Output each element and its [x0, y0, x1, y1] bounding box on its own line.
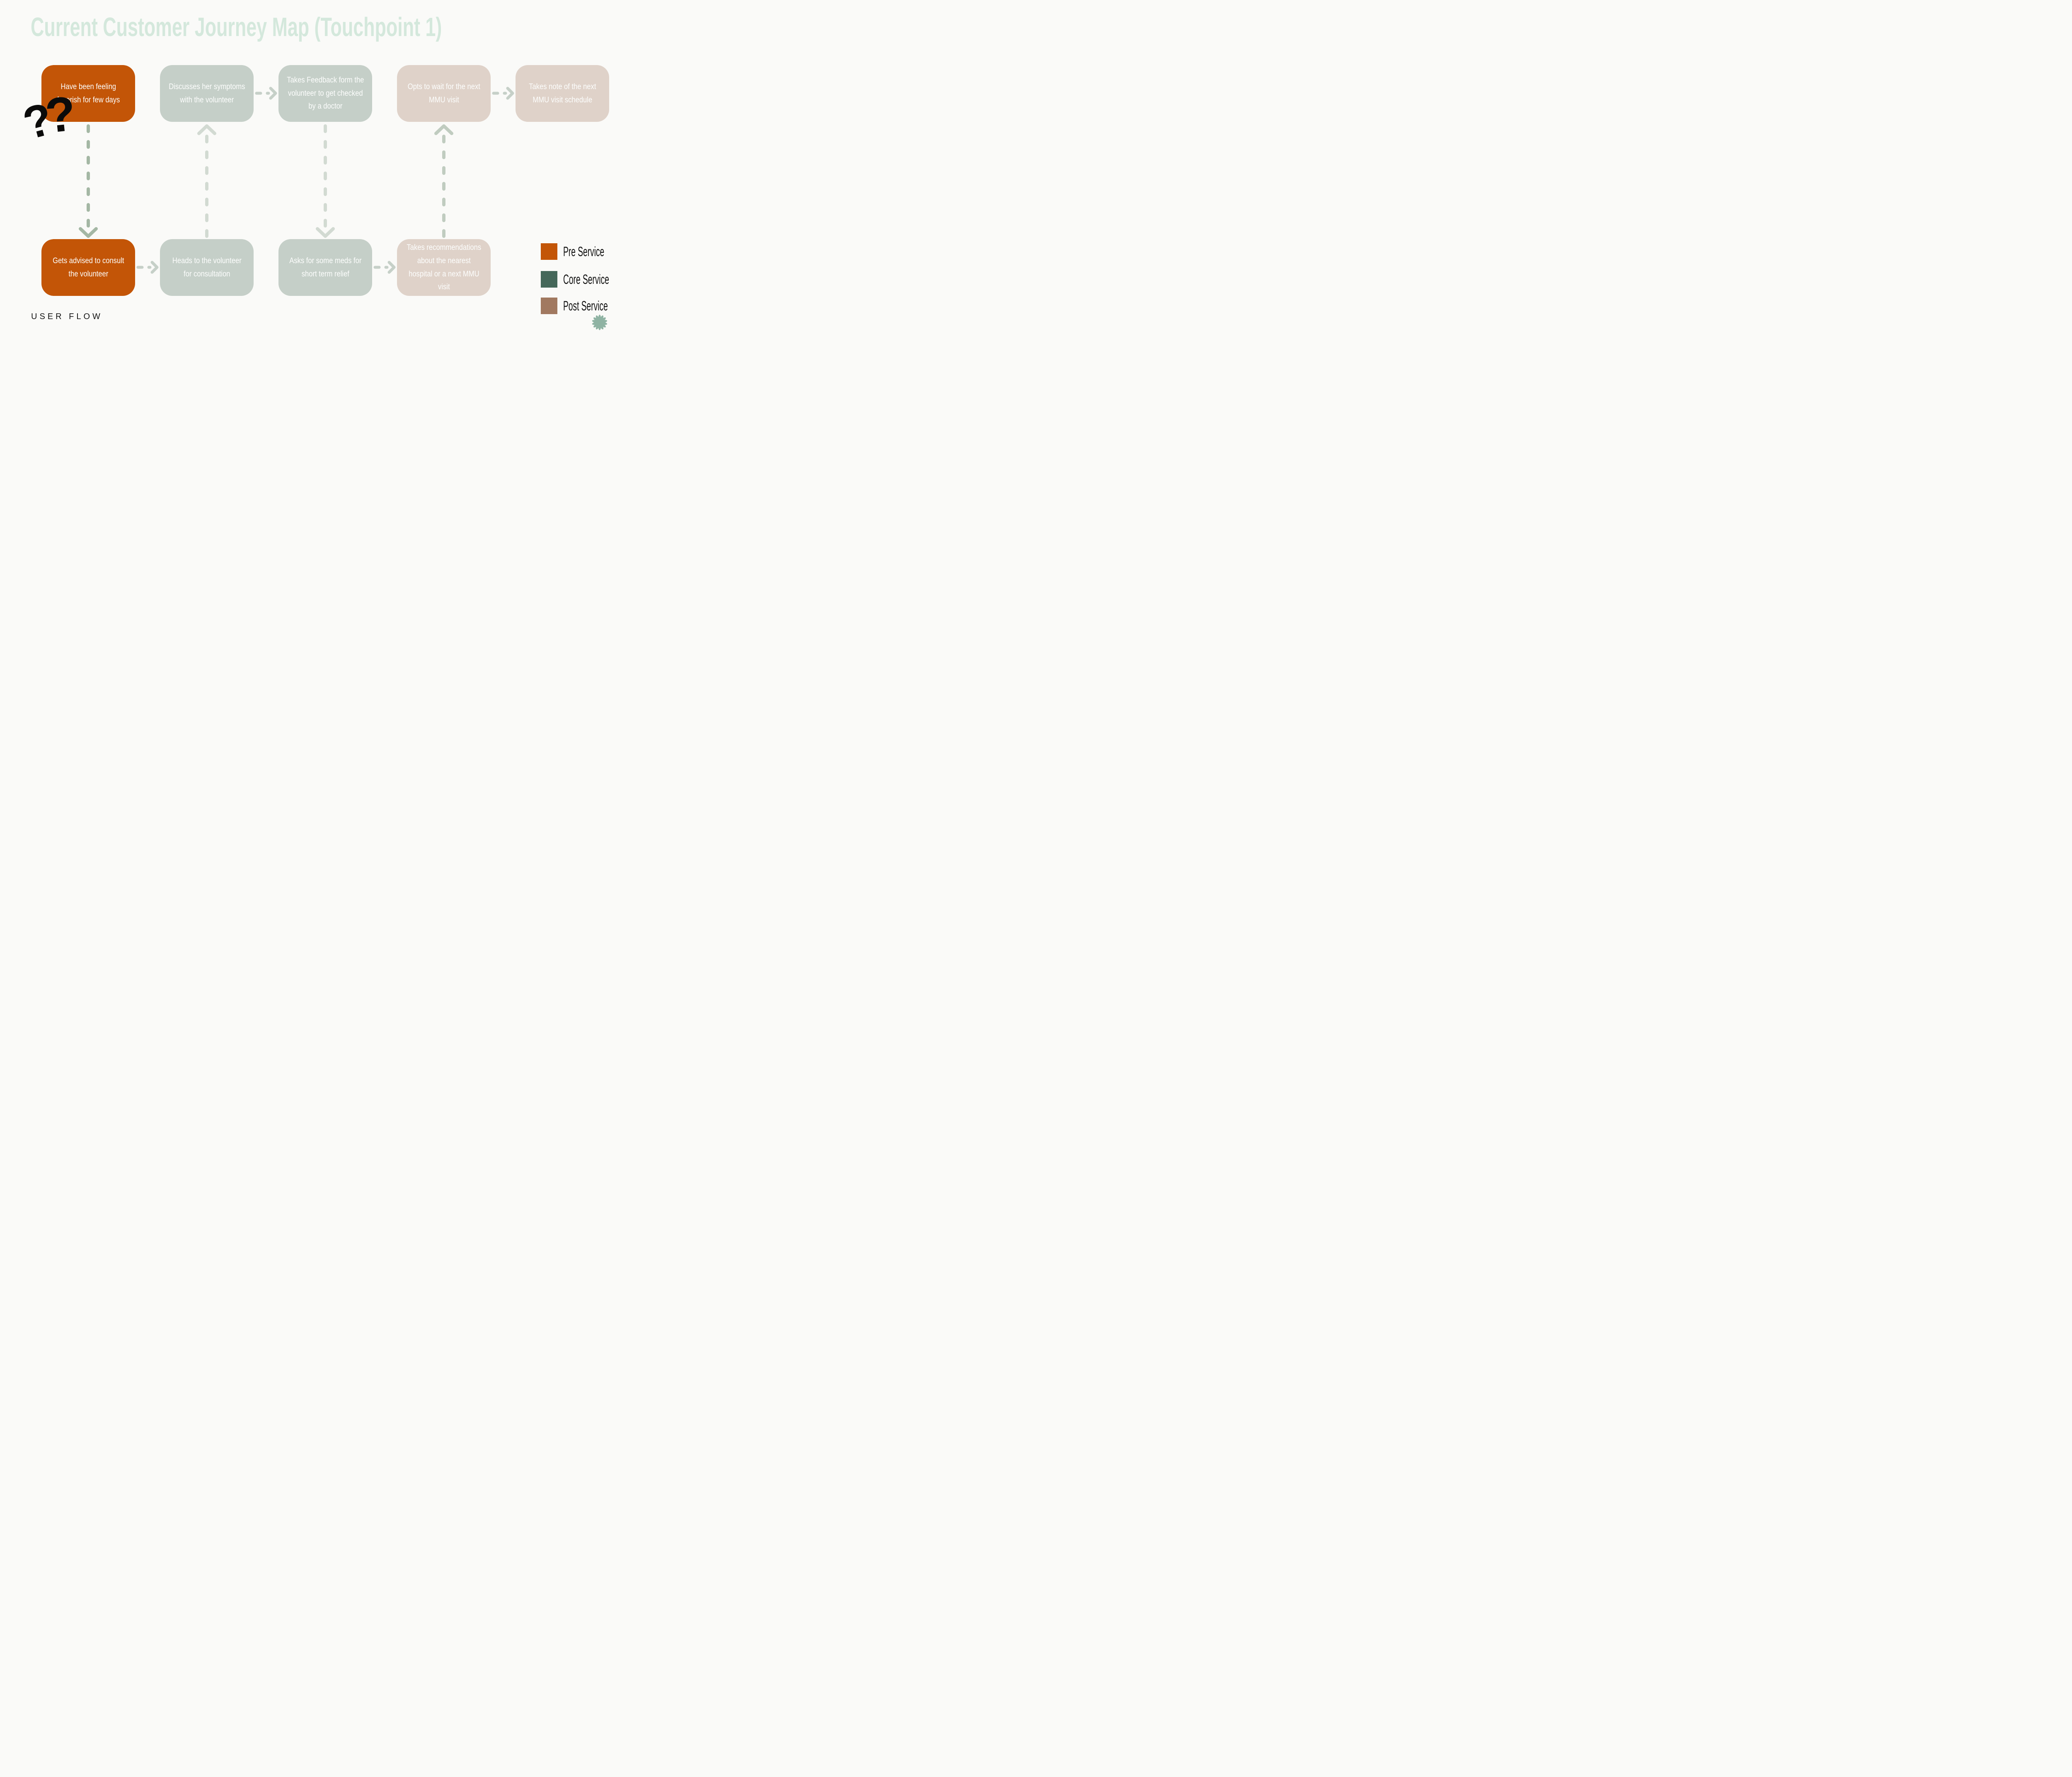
- step-label: Have been feeling feverish for few days: [57, 82, 120, 104]
- step-label: Gets advised to consult the volunteer: [52, 256, 124, 278]
- legend-label: Core Service: [563, 271, 609, 287]
- step-takes-feedback-form[interactable]: Takes Feedback form the volunteer to get…: [278, 65, 372, 122]
- arrow-up-2: [197, 124, 216, 238]
- step-label: Takes Feedback form the volunteer to get…: [286, 75, 364, 111]
- step-heads-to-volunteer[interactable]: Heads to the volunteer for consultation: [160, 239, 254, 296]
- question-mark-icon: ?: [43, 86, 78, 144]
- step-label: Heads to the volunteer for consultation: [172, 256, 242, 278]
- step-label: Discusses her symptoms with the voluntee…: [168, 82, 245, 104]
- legend-item-post-service: Post Service: [541, 298, 638, 314]
- legend-label: Post Service: [563, 298, 608, 313]
- step-opts-to-wait[interactable]: Opts to wait for the next MMU visit: [397, 65, 491, 122]
- arrow-right-bottom-1: [136, 261, 159, 274]
- legend-item-core-service: Core Service: [541, 271, 640, 288]
- post-service-swatch: [541, 298, 557, 314]
- step-label: Takes note of the next MMU visit schedul…: [528, 82, 596, 104]
- step-label: Asks for some meds for short term relief: [289, 256, 362, 278]
- step-label: Takes recommendations about the nearest …: [407, 243, 481, 292]
- legend-label: Pre Service: [563, 244, 605, 259]
- flower-icon: [592, 315, 608, 330]
- arrow-right-top-4: [492, 87, 514, 100]
- step-takes-note-schedule[interactable]: Takes note of the next MMU visit schedul…: [516, 65, 609, 122]
- pre-service-swatch: [541, 243, 557, 260]
- journey-map-canvas: Current Customer Journey Map (Touchpoint…: [0, 0, 637, 356]
- step-takes-recommendations[interactable]: Takes recommendations about the nearest …: [397, 239, 491, 296]
- step-label: Opts to wait for the next MMU visit: [407, 82, 480, 104]
- legend-item-pre-service: Pre Service: [541, 243, 632, 260]
- arrow-right-top-2: [255, 87, 277, 100]
- core-service-swatch: [541, 271, 557, 288]
- user-flow-label: USER FLOW: [31, 312, 103, 321]
- step-asks-for-meds[interactable]: Asks for some meds for short term relief: [278, 239, 372, 296]
- arrow-up-4: [434, 124, 453, 238]
- step-feeling-feverish[interactable]: Have been feeling feverish for few days: [41, 65, 135, 122]
- arrow-down-3: [316, 124, 335, 238]
- arrow-right-bottom-3: [373, 261, 396, 274]
- page-title: Current Customer Journey Map (Touchpoint…: [31, 12, 442, 42]
- question-marks-annotation: ? ?: [18, 86, 84, 153]
- step-gets-advised[interactable]: Gets advised to consult the volunteer: [41, 239, 135, 296]
- step-discusses-symptoms[interactable]: Discusses her symptoms with the voluntee…: [160, 65, 254, 122]
